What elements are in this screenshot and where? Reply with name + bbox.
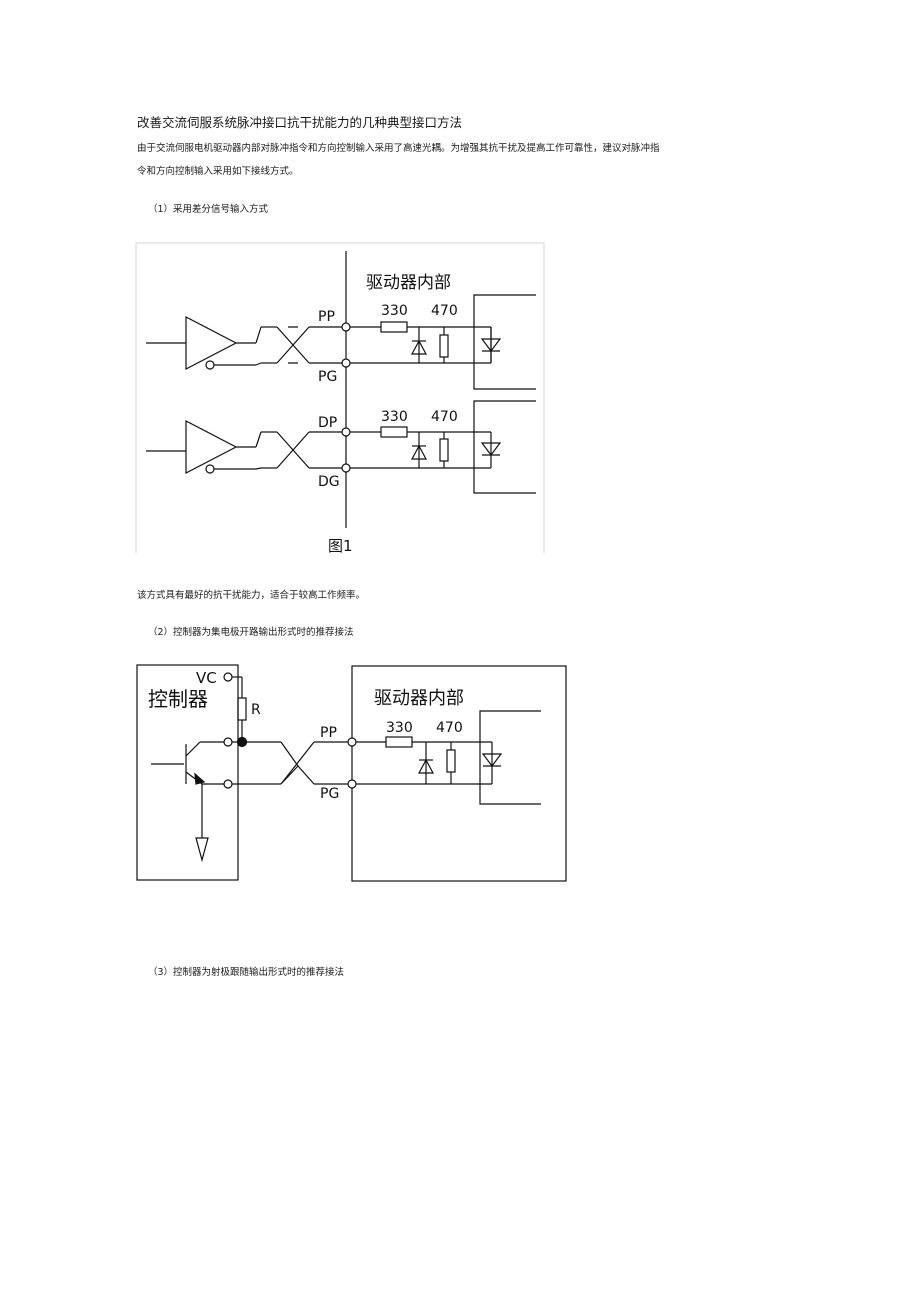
figure-1-pg-label: PG xyxy=(318,369,337,385)
section-2-heading: （2）控制器为集电极开路输出形式时的推荐接法 xyxy=(148,627,354,638)
section-1-heading: （1）采用差分信号输入方式 xyxy=(148,204,269,215)
figure-2-pg-label: PG xyxy=(320,786,339,802)
figure-2-driver-label: 驱动器内部 xyxy=(374,688,464,709)
figure-1-dp-label: DP xyxy=(318,415,337,431)
intro-paragraph-line-1: 由于交流伺服电机驱动器内部对脉冲指令和方向控制输入采用了高速光耦。为增强其抗干扰… xyxy=(137,143,660,154)
section-1-note: 该方式具有最好的抗干扰能力，适合于较高工作频率。 xyxy=(137,590,366,601)
figure-1-r1-value-2: 330 xyxy=(381,409,408,425)
figure-2-r-label: R xyxy=(251,702,261,718)
figure-1-r2-value-2: 470 xyxy=(431,409,458,425)
intro-paragraph-line-2: 令和方向控制输入采用如下接线方式。 xyxy=(137,166,299,177)
page-title: 改善交流伺服系统脉冲接口抗干扰能力的几种典型接口方法 xyxy=(137,115,463,130)
figure-2-open-collector-diagram: 控制器 驱动器内部 VC R PP PG 330 470 xyxy=(136,664,567,882)
figure-1-r1-value: 330 xyxy=(381,303,408,319)
figure-1-driver-label: 驱动器内部 xyxy=(366,273,451,293)
figure-1-dg-label: DG xyxy=(318,474,340,490)
figure-2-r1-value: 330 xyxy=(386,720,413,736)
figure-2-controller-label: 控制器 xyxy=(148,687,208,711)
figure-2-r2-value: 470 xyxy=(436,720,463,736)
figure-1-differential-input-diagram: 驱动器内部 PP PG DP DG 330 470 330 470 图1 xyxy=(135,242,545,555)
figure-2-vc-label: VC xyxy=(196,669,217,687)
figure-1-r2-value: 470 xyxy=(431,303,458,319)
figure-1-pp-label: PP xyxy=(318,309,335,325)
figure-2-pp-label: PP xyxy=(320,725,337,741)
figure-1-caption: 图1 xyxy=(328,537,353,555)
section-3-heading: （3）控制器为射极跟随输出形式时的推荐接法 xyxy=(148,967,345,978)
